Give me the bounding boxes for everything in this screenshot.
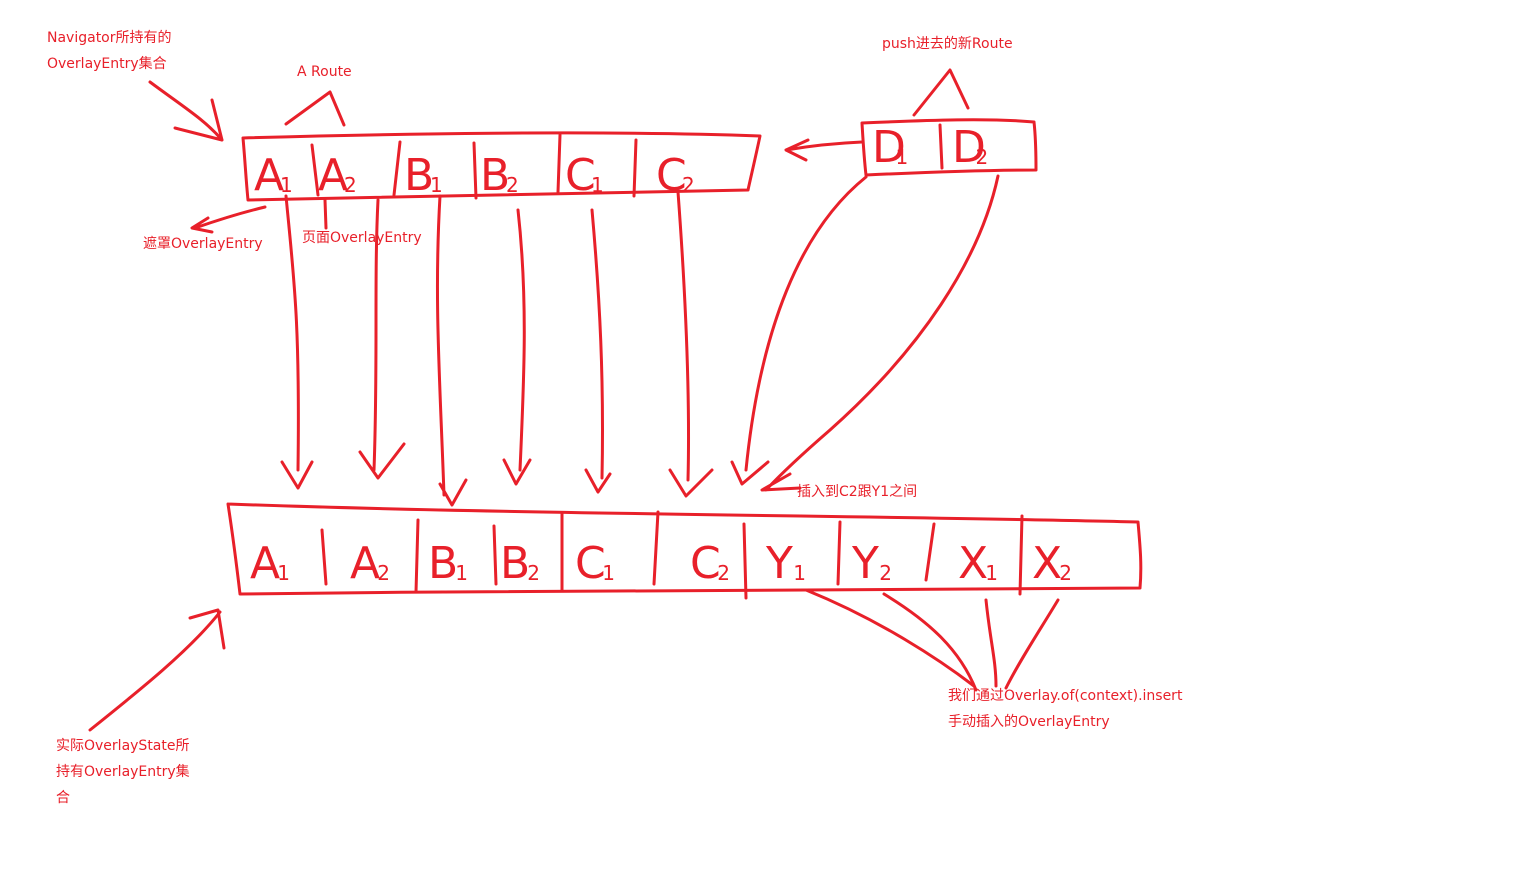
overlay-entry-subscript: 2 [717, 561, 730, 585]
overlay-entry-c2: C [690, 538, 721, 589]
a-route-bracket [284, 90, 346, 127]
page-entry-label: 页面OverlayEntry [302, 230, 422, 246]
pushed-entry-d1: D [872, 122, 906, 173]
overlay-entry-subscript: 1 [455, 561, 468, 585]
overlay-entry-subscript: 2 [527, 561, 540, 585]
overlay-entry-a2: A [350, 538, 380, 589]
nav-entry-b1: B [404, 150, 434, 201]
push-route-bracket [912, 68, 970, 117]
manual-insert-label: 我们通过Overlay.of(context).insert 手动插入的Over… [948, 683, 1182, 735]
navigator-label-arrow [148, 80, 224, 142]
insert-between-label: 插入到C2跟Y1之间 [797, 484, 918, 500]
navigator-entry-box [241, 131, 762, 202]
overlay-entry-a1: A [250, 538, 280, 589]
overlay-state-line-1: 实际OverlayState所 [56, 738, 190, 754]
overlay-entry-box [226, 502, 1143, 600]
manual-insert-line-2: 手动插入的OverlayEntry [948, 714, 1110, 730]
overlay-entry-subscript: 2 [377, 561, 390, 585]
overlay-entry-y1: Y [765, 538, 793, 589]
pushed-route-label: push进去的新Route [882, 36, 1013, 52]
nav-entry-a2: A [318, 150, 348, 201]
nav-entry-c2: C [656, 150, 687, 201]
pushed-entry-subscript: 2 [976, 145, 989, 169]
manual-insert-line-1: 我们通过Overlay.of(context).insert [948, 688, 1183, 704]
nav-entry-subscript: 1 [591, 173, 604, 197]
overlay-entry-b2: B [500, 538, 530, 589]
pushed-entry-d2: D [952, 122, 986, 173]
nav-entry-a1: A [254, 150, 284, 201]
page-pointer [323, 198, 328, 230]
nav-entry-subscript: 1 [280, 173, 293, 197]
nav-entry-c1: C [565, 150, 596, 201]
mapping-arrows [280, 174, 1000, 507]
push-arrow [784, 138, 864, 162]
overlay-entry-c1: C [575, 538, 606, 589]
nav-entry-subscript: 2 [682, 173, 695, 197]
overlay-entry-subscript: 1 [277, 561, 290, 585]
mask-pointer [190, 205, 267, 234]
overlay-entry-subscript: 2 [879, 561, 892, 585]
a-route-label: A Route [297, 64, 352, 80]
manual-insert-pointers [804, 588, 1060, 692]
navigator-set-label: Navigator所持有的 OverlayEntry集合 [47, 25, 172, 77]
overlay-entry-subscript: 1 [793, 561, 806, 585]
overlay-state-line-2: 持有OverlayEntry集 [56, 764, 190, 780]
overlay-entry-subscript: 1 [602, 561, 615, 585]
overlay-state-label-arrow [88, 608, 226, 732]
overlay-entry-subscript: 1 [985, 561, 998, 585]
overlay-entry-x2: X [1032, 538, 1062, 589]
nav-entry-b2: B [480, 150, 510, 201]
overlay-state-line-3: 合 [56, 790, 70, 806]
overlay-entry-x1: X [958, 538, 988, 589]
navigator-set-line-2: OverlayEntry集合 [47, 56, 167, 72]
mask-entry-label: 遮罩OverlayEntry [143, 236, 263, 252]
overlay-entry-b1: B [428, 538, 458, 589]
nav-entry-subscript: 1 [430, 173, 443, 197]
overlay-entry-y2: Y [851, 538, 879, 589]
overlay-state-set-label: 实际OverlayState所 持有OverlayEntry集 合 [56, 733, 190, 811]
overlay-entry-subscript: 2 [1059, 561, 1072, 585]
nav-entry-subscript: 2 [344, 173, 357, 197]
pushed-entry-subscript: 1 [896, 145, 909, 169]
nav-entry-subscript: 2 [506, 173, 519, 197]
pushed-route-box [860, 118, 1038, 177]
navigator-set-line-1: Navigator所持有的 [47, 30, 172, 46]
